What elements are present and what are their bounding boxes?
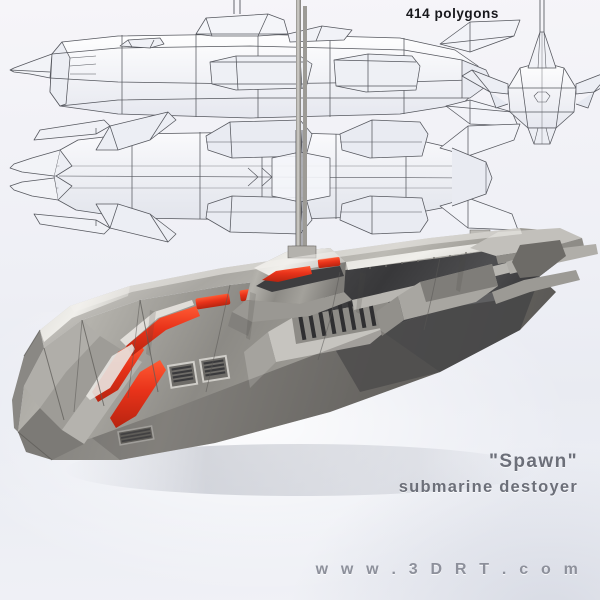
site-watermark: w w w . 3 D R T . c o m [315, 561, 582, 578]
midship-intake [244, 297, 392, 388]
deck-highlight [70, 228, 522, 312]
tower-light-port [262, 266, 312, 282]
bow-panel-lines [17, 299, 159, 461]
polygon-count-label: 414 polygons [406, 6, 499, 21]
submarine-model [12, 0, 598, 461]
aft-panel-block [376, 264, 498, 336]
front-view-wireframe [461, 0, 600, 145]
tower-light-stbd [317, 256, 341, 269]
hull-aft-lower [318, 276, 540, 392]
vent-grilles [117, 354, 231, 446]
belly-shading [92, 330, 440, 460]
ground-shadow [65, 444, 535, 496]
wireframe-svg [9, 0, 600, 262]
top-view-wireframe [9, 111, 521, 262]
periscope-masts [291, 0, 491, 260]
model-name-caption: "Spawn" [488, 451, 578, 472]
wireframe-views [0, 0, 600, 262]
model-type-caption: submarine destoyer [398, 478, 578, 496]
stern-fins [470, 228, 598, 304]
hull-panel-lines [73, 257, 441, 413]
side-view-wireframe [9, 0, 521, 127]
weathering [146, 256, 466, 356]
